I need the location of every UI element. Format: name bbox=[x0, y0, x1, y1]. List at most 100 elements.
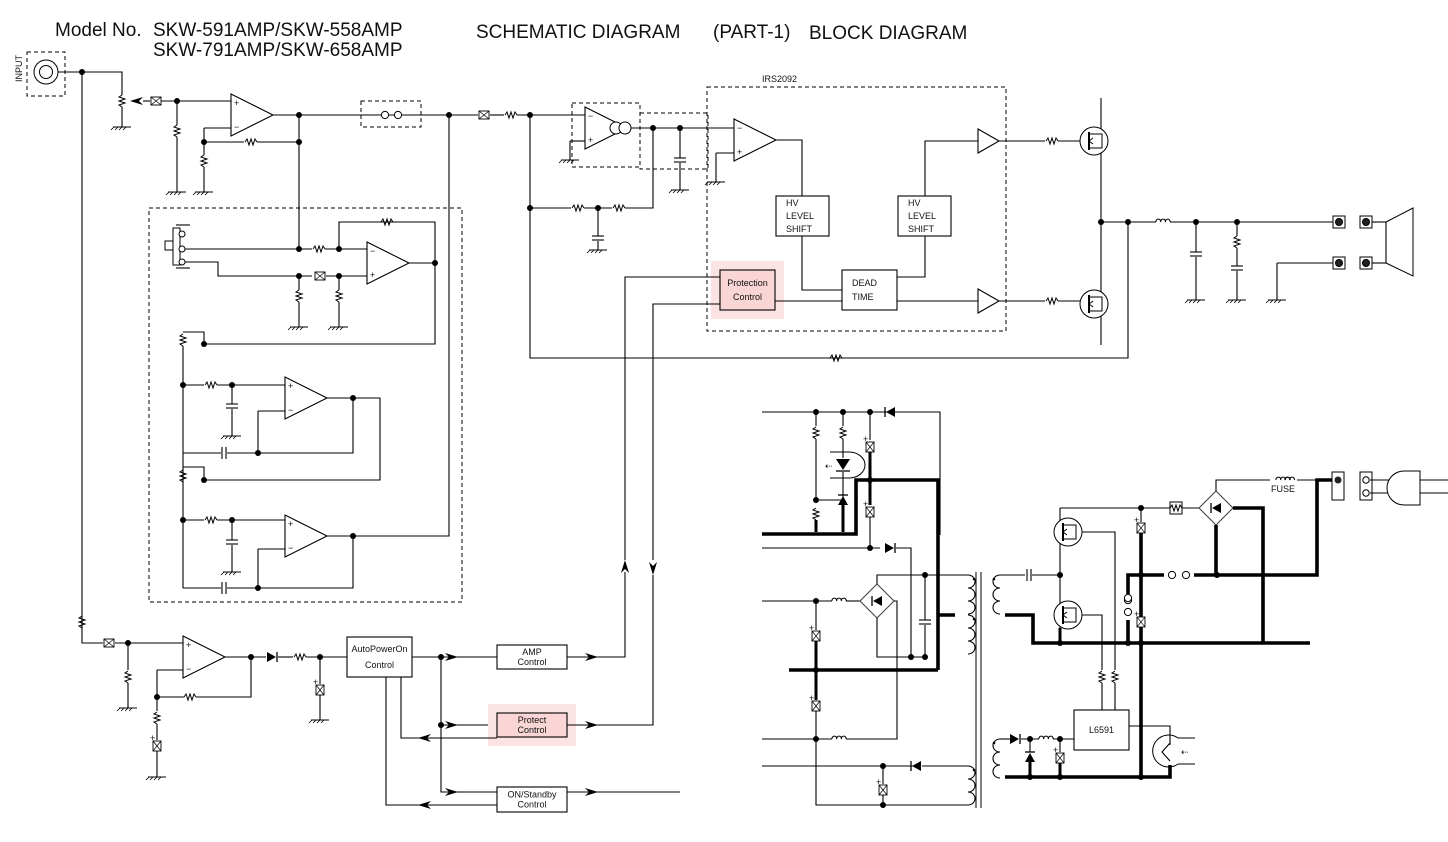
resistor-icon bbox=[152, 711, 162, 725]
resistor-icon bbox=[380, 217, 394, 227]
opamp-pin-mark: − bbox=[234, 122, 239, 132]
jack-contact bbox=[178, 245, 186, 253]
wire bbox=[81, 615, 103, 644]
diode-icon bbox=[267, 652, 276, 662]
ground-hatch bbox=[558, 159, 563, 164]
amp-control-block-label: AMP bbox=[522, 647, 542, 657]
transformer-winding-icon bbox=[967, 614, 976, 655]
ground-hatch bbox=[1188, 299, 1193, 304]
input-jack-center bbox=[39, 65, 53, 79]
l6591-ic-block-label: L6591 bbox=[1089, 725, 1114, 735]
opto-light-arrows: ⇠ bbox=[825, 461, 833, 471]
filter-block-boundary bbox=[148, 207, 463, 603]
winding-dot bbox=[972, 577, 976, 581]
junction-dot bbox=[350, 395, 356, 401]
hv-level-shift-1 bbox=[775, 195, 830, 237]
opamp-icon bbox=[182, 635, 227, 679]
wire bbox=[652, 303, 720, 560]
resistor-icon bbox=[77, 615, 87, 629]
opamp-pin-mark: + bbox=[588, 135, 593, 145]
terminal-pin bbox=[1335, 259, 1343, 267]
wire bbox=[1126, 573, 1164, 594]
power-supply-secondary: ⇠+++++ bbox=[762, 407, 1001, 808]
diode-icon bbox=[912, 761, 921, 771]
wire bbox=[183, 331, 205, 344]
mosfet-icon bbox=[1053, 517, 1083, 547]
winding-dot bbox=[972, 617, 976, 621]
arrow-down-icon bbox=[649, 562, 657, 575]
wire bbox=[227, 536, 354, 589]
transformer-winding-icon bbox=[967, 765, 976, 806]
junction-dot bbox=[908, 654, 914, 660]
ground-hatch bbox=[196, 191, 201, 196]
input-jack-boundary bbox=[26, 51, 66, 97]
ground-hatch bbox=[708, 181, 713, 186]
wire bbox=[1005, 613, 1310, 645]
ground-hatch bbox=[676, 189, 681, 194]
diode-icon bbox=[1010, 734, 1019, 744]
diode-icon bbox=[886, 407, 895, 417]
resistor-icon bbox=[204, 515, 218, 525]
resistor-icon bbox=[244, 137, 258, 147]
junction-dot bbox=[1138, 774, 1144, 780]
ground-hatch bbox=[566, 159, 571, 164]
wire bbox=[385, 677, 497, 806]
cap-hatch bbox=[811, 630, 821, 642]
on-standby-control-block bbox=[496, 786, 568, 813]
ground-hatch bbox=[1237, 299, 1242, 304]
switch-contact-icon bbox=[1181, 570, 1191, 580]
dead-time-block-label: TIME bbox=[852, 292, 874, 302]
resistor-icon bbox=[811, 426, 821, 440]
polarity-mark: + bbox=[876, 777, 881, 787]
ground-hatch bbox=[173, 191, 178, 196]
diode-icon bbox=[873, 596, 882, 606]
optocoupler-icon bbox=[830, 451, 866, 479]
ground-hatch bbox=[570, 159, 575, 164]
irs2092-label: IRS2092 bbox=[762, 74, 797, 84]
junction-dot bbox=[1125, 219, 1131, 225]
arrow-right-icon bbox=[585, 653, 598, 661]
ground-hatch bbox=[716, 181, 721, 186]
arrow-right-icon bbox=[585, 721, 598, 729]
schematic-part: (PART-1) bbox=[713, 22, 791, 43]
model-numbers-line1: SKW-591AMP/SKW-558AMP bbox=[153, 20, 403, 41]
model-numbers-line2: SKW-791AMP/SKW-658AMP bbox=[153, 40, 403, 61]
resistor-icon bbox=[294, 289, 304, 303]
cap-hatch bbox=[315, 684, 325, 696]
hv-level-shift-1-label: LEVEL bbox=[786, 211, 814, 221]
ground-hatch bbox=[224, 435, 229, 440]
mosfet-icon bbox=[1053, 600, 1083, 630]
terminal-pin bbox=[1335, 218, 1343, 226]
integrator-boundary bbox=[639, 112, 709, 170]
hv-level-shift-2 bbox=[897, 195, 952, 237]
auto-power-on-control-block-label: AutoPowerOn bbox=[351, 644, 407, 654]
polarity-mark: + bbox=[150, 733, 155, 743]
wire bbox=[1129, 725, 1171, 745]
ground-hatch bbox=[1225, 299, 1230, 304]
ground-hatch bbox=[149, 776, 154, 781]
mosfet-arrow bbox=[1062, 611, 1068, 619]
ground-hatch bbox=[316, 719, 321, 724]
schematic-subtitle: BLOCK DIAGRAM bbox=[809, 23, 968, 44]
hv-level-shift-1-label: SHIFT bbox=[786, 224, 813, 234]
wire bbox=[897, 236, 926, 278]
ground-hatch bbox=[220, 435, 225, 440]
inductor-icon bbox=[1155, 218, 1171, 223]
ground-hatch bbox=[672, 189, 677, 194]
ground-hatch bbox=[295, 326, 300, 331]
resistor-icon bbox=[829, 353, 843, 363]
arrow-right-icon bbox=[445, 721, 458, 729]
transformer-winding-icon bbox=[967, 574, 976, 615]
irs2092-boundary bbox=[706, 86, 1007, 332]
protection-control-block-label: Control bbox=[733, 292, 762, 302]
wire bbox=[185, 261, 312, 277]
resistor-icon bbox=[334, 289, 344, 303]
ac-inlet-pin bbox=[1362, 476, 1370, 484]
resistor-icon bbox=[117, 94, 127, 108]
amp-control-block bbox=[496, 644, 568, 670]
mute-switch-boundary bbox=[360, 100, 422, 128]
resistor-icon bbox=[811, 507, 821, 521]
ground-hatch bbox=[232, 435, 237, 440]
junction-dot bbox=[527, 205, 533, 211]
ground-hatch bbox=[118, 126, 123, 131]
